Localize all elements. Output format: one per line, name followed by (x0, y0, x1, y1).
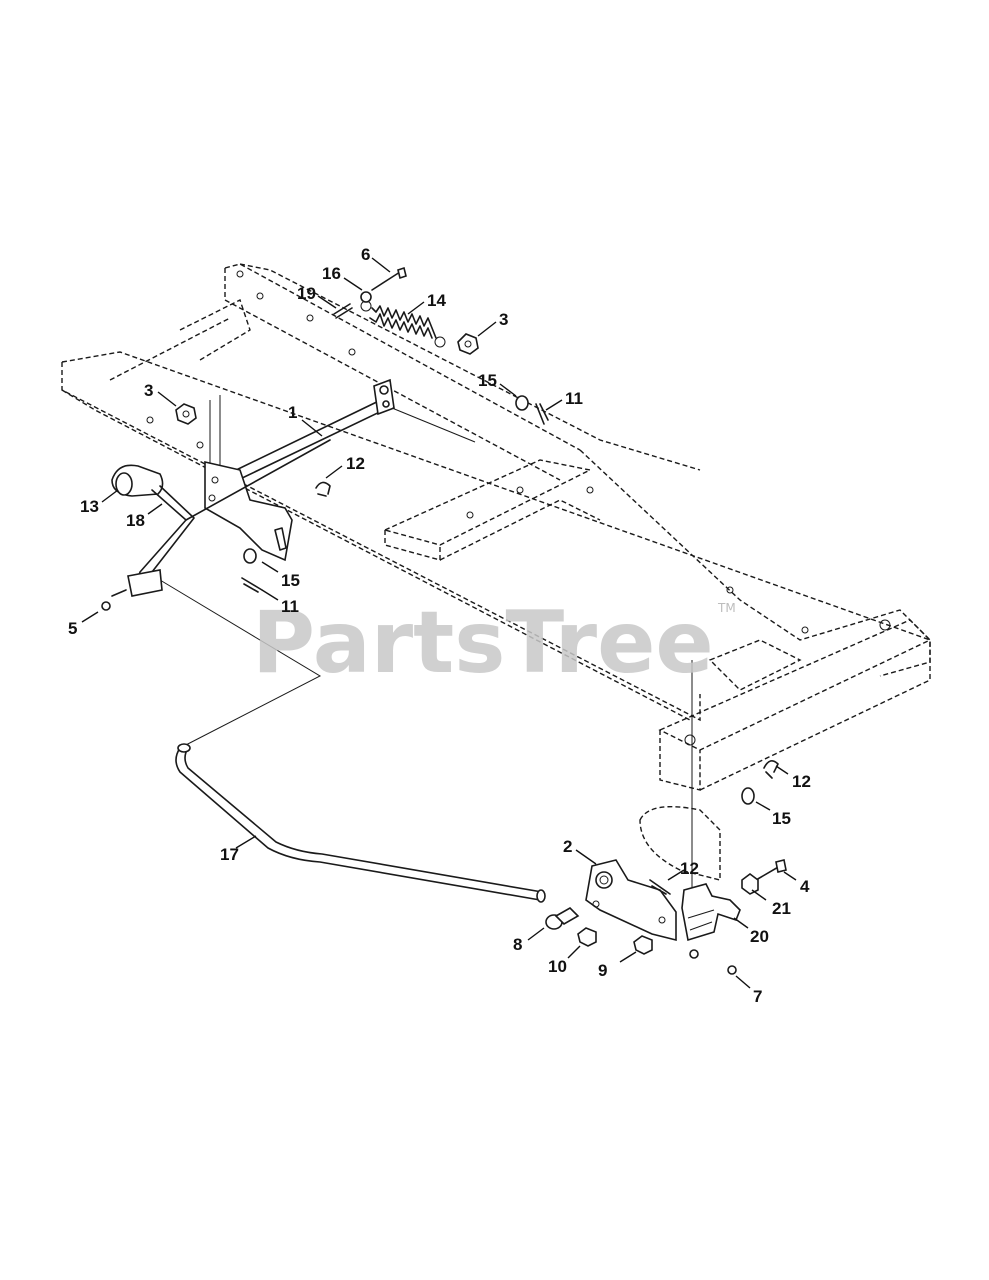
callout-12-lower: 12 (680, 859, 699, 878)
leader-lines (81, 257, 797, 989)
part-16-washer (360, 291, 372, 303)
watermark-logo: PartsTree (252, 593, 714, 693)
part-2-bracket (585, 859, 677, 942)
callout-14: 14 (427, 291, 446, 310)
callout-5: 5 (68, 619, 77, 638)
part-3-nut-left (175, 403, 197, 425)
part-5-nut (101, 589, 127, 611)
callout-18: 18 (126, 511, 145, 530)
callout-3-top: 3 (499, 310, 508, 329)
callout-20: 20 (750, 927, 769, 946)
callout-1: 1 (288, 403, 297, 422)
callout-3-left: 3 (144, 381, 153, 400)
lift-bracket (204, 460, 293, 562)
callout-6: 6 (361, 245, 370, 264)
part-15-washer-lower (741, 787, 755, 805)
part-4-bolt (755, 859, 787, 881)
part-21-nut (741, 873, 759, 895)
part-12-clip-lower (649, 879, 671, 895)
callout-15-top: 15 (478, 371, 497, 390)
part-15-washer-mid (243, 548, 257, 564)
part-7-screw (689, 949, 737, 975)
part-15-washer-top (515, 395, 529, 411)
callout-15-lower: 15 (772, 809, 791, 828)
callout-8: 8 (513, 935, 522, 954)
part-17-lift-rod (175, 743, 546, 903)
callout-9: 9 (598, 961, 607, 980)
part-6-bolt (371, 266, 407, 291)
part-9-nut (633, 935, 653, 955)
callout-4: 4 (800, 877, 810, 896)
callout-labels: 6 16 19 14 3 15 11 3 1 12 13 18 15 11 5 … (68, 245, 811, 1006)
callout-15-mid: 15 (281, 571, 300, 590)
callout-11-mid: 11 (281, 597, 299, 616)
part-11-cotter-mid (241, 577, 263, 593)
callout-2: 2 (563, 837, 572, 856)
part-1-rod (231, 378, 476, 481)
tractor-frame (61, 263, 932, 881)
part-12-clip-upper (315, 481, 331, 497)
part-12-clip-right (763, 760, 779, 779)
part-20-bracket (681, 883, 741, 942)
callout-19: 19 (297, 284, 316, 303)
callout-17: 17 (220, 845, 239, 864)
callout-11-top: 11 (565, 389, 583, 408)
callout-16: 16 (322, 264, 341, 283)
callout-10: 10 (548, 957, 567, 976)
callout-12-right: 12 (792, 772, 811, 791)
part-18-lift-lever (127, 439, 331, 597)
part-13-handle-grip (111, 464, 164, 497)
callout-7: 7 (753, 987, 762, 1006)
part-11-cotter-top (535, 403, 549, 425)
callout-12-upper: 12 (346, 454, 365, 473)
part-3-nut-top (457, 333, 479, 355)
assembly-lines (159, 395, 693, 900)
part-19-pin (333, 303, 353, 319)
part-10-nut (577, 927, 597, 947)
watermark-trademark: TM (717, 601, 736, 615)
callout-21: 21 (772, 899, 791, 918)
part-8-pin (545, 907, 580, 930)
callout-13: 13 (80, 497, 99, 516)
